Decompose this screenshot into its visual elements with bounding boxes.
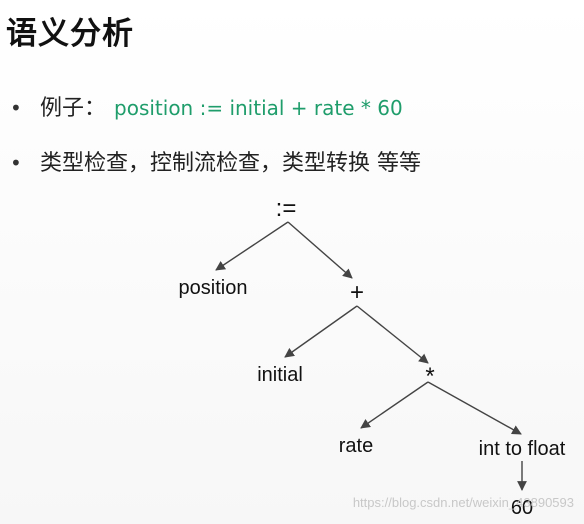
slide-title: 语义分析 xyxy=(6,16,134,52)
tree-node-sixty: 60 xyxy=(511,497,533,519)
tree-node-initial: initial xyxy=(257,364,303,386)
bullet-example-label: 例子： xyxy=(40,96,107,121)
edge-plus-initial xyxy=(284,305,358,358)
tree-node-multiply: * xyxy=(425,363,434,390)
edge-plus-star xyxy=(356,305,429,364)
edge-root-plus xyxy=(287,221,353,279)
tree-node-plus: + xyxy=(350,279,364,306)
edge-star-inttofloat xyxy=(427,381,522,435)
edge-root-position xyxy=(215,221,289,271)
bullet-icon: • xyxy=(10,96,22,120)
bullet-example: • 例子： position := initial + rate * 60 xyxy=(10,90,403,122)
tree-node-rate: rate xyxy=(339,435,373,457)
tree-node-int-to-float: int to float xyxy=(479,438,566,460)
example-expression: position := initial + rate * 60 xyxy=(114,96,403,120)
bullet-icon: • xyxy=(10,151,22,175)
bullet-checks: • 类型检查，控制流检查，类型转换 等等 xyxy=(10,145,421,177)
watermark: https://blog.csdn.net/weixin_43890593 xyxy=(352,495,574,510)
tree-node-assign: := xyxy=(276,195,297,222)
bullet-checks-label: 类型检查，控制流检查，类型转换 等等 xyxy=(40,151,421,176)
edge-star-rate xyxy=(360,381,429,429)
tree-node-position: position xyxy=(179,277,248,299)
